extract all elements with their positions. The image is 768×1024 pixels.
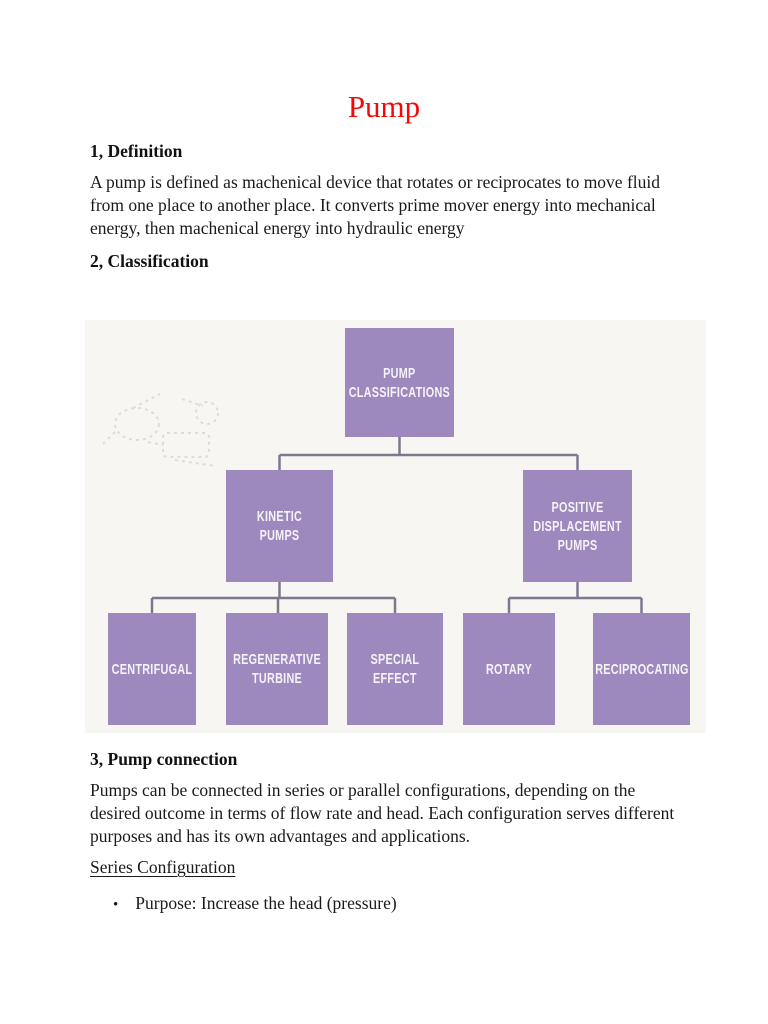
diagram-box-label: REGENERATIVE TURBINE: [233, 651, 321, 687]
diagram-box-label: PUMP CLASSIFICATIONS: [348, 364, 451, 401]
pump-classification-diagram: PUMP CLASSIFICATIONS KINETIC PUMPS POSIT…: [85, 320, 706, 733]
diagram-box-label: POSITIVE DISPLACEMENT PUMPS: [533, 498, 622, 554]
bullet-icon: •: [113, 897, 119, 913]
paragraph-pump-connection: Pumps can be connected in series or para…: [90, 780, 675, 846]
heading-classification: 2, Classification: [90, 251, 209, 271]
diagram-box-positive-displacement-pumps: POSITIVE DISPLACEMENT PUMPS: [523, 470, 632, 582]
diagram-box-label: RECIPROCATING: [594, 660, 689, 678]
paragraph-definition: A pump is defined as machenical device t…: [90, 172, 661, 238]
diagram-box-label: KINETIC PUMPS: [256, 508, 303, 544]
list-item-purpose: • Purpose: Increase the head (pressure): [113, 893, 397, 914]
pump-sketch-watermark: [102, 393, 219, 467]
diagram-box-centrifugal: CENTRIFUGAL: [108, 613, 196, 725]
list-item-text: Purpose: Increase the head (pressure): [135, 893, 397, 913]
diagram-box-regenerative-turbine: REGENERATIVE TURBINE: [226, 613, 328, 725]
diagram-box-rotary: ROTARY: [463, 613, 555, 725]
diagram-box-label: CENTRIFUGAL: [111, 660, 193, 678]
diagram-box-special-effect: SPECIAL EFFECT: [347, 613, 443, 725]
diagram-box-label: ROTARY: [485, 660, 533, 678]
diagram-box-reciprocating: RECIPROCATING: [593, 613, 690, 725]
heading-definition: 1, Definition: [90, 141, 183, 161]
diagram-box-kinetic-pumps: KINETIC PUMPS: [226, 470, 333, 582]
doc-title: Pump: [347, 89, 421, 124]
diagram-box-label: SPECIAL EFFECT: [370, 651, 420, 687]
subheading-series-configuration: Series Configuration: [90, 857, 236, 877]
diagram-connector-lines: [102, 393, 643, 613]
heading-pump-connection: 3, Pump connection: [90, 749, 238, 769]
diagram-box-pump-classifications: PUMP CLASSIFICATIONS: [345, 328, 454, 437]
